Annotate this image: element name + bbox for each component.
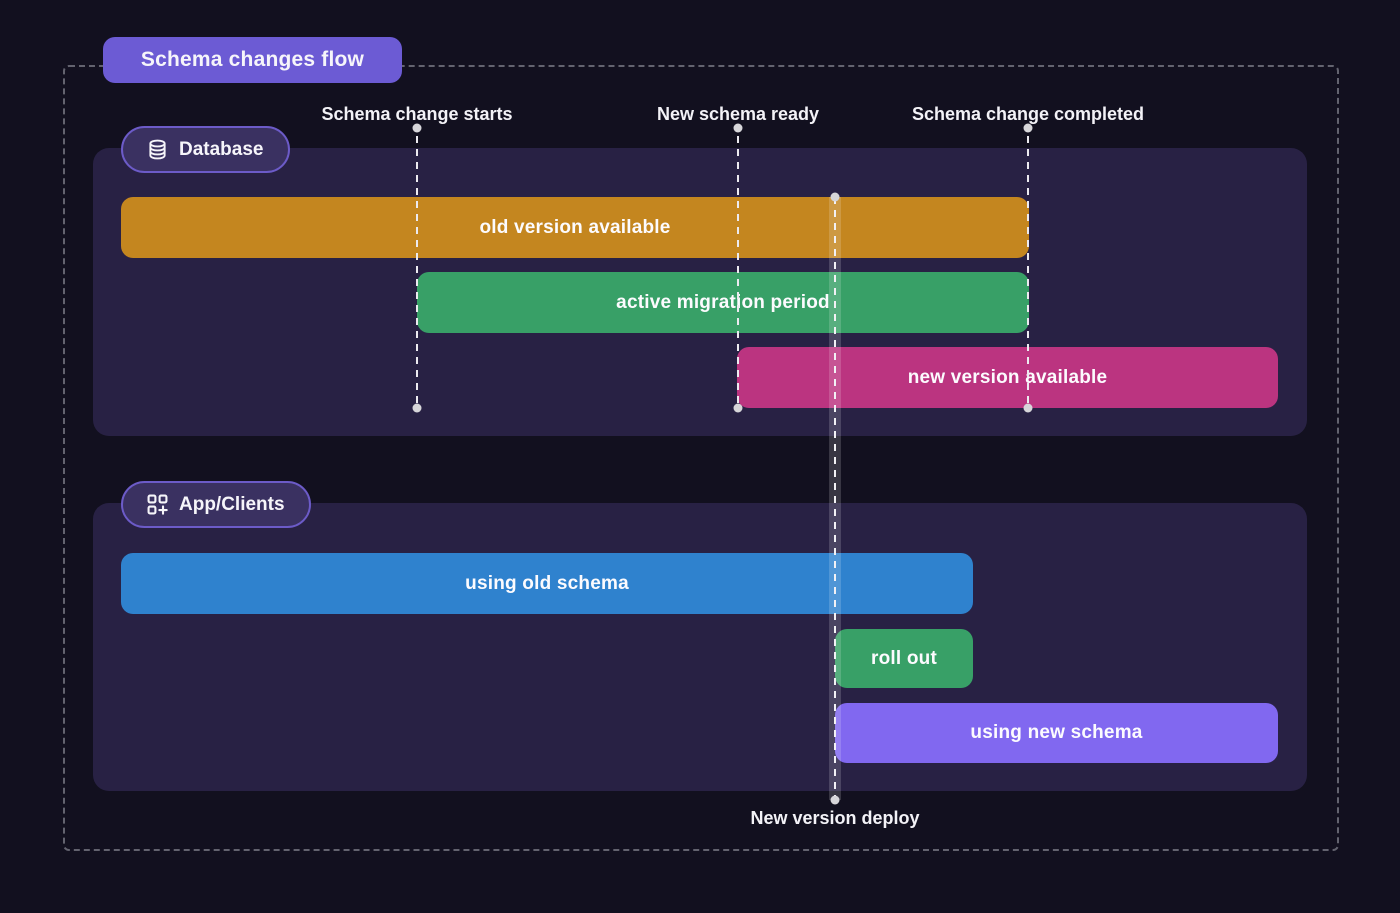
milestone-dot	[412, 403, 422, 413]
milestone-dot	[733, 403, 743, 413]
deploy-dot	[830, 192, 840, 202]
bar-label: old version available	[479, 216, 671, 238]
app-clients-lane-badge: App/Clients	[121, 481, 311, 528]
deploy-guide-line	[834, 197, 836, 800]
deploy-dot	[830, 795, 840, 805]
milestone-label-new-schema-ready: New schema ready	[656, 104, 820, 124]
deploy-label: New version deploy	[750, 808, 920, 828]
apps-plus-icon	[147, 494, 168, 515]
bar-label: new version available	[907, 366, 1108, 388]
bar-label: using new schema	[970, 722, 1143, 743]
database-lane-label: Database	[179, 138, 264, 160]
bar-old-version-available: old version available	[121, 197, 1029, 258]
milestone-guide-line	[416, 136, 418, 404]
diagram-title-badge: Schema changes flow	[103, 37, 402, 83]
bar-using-new-schema: using new schema	[835, 703, 1278, 763]
bar-roll-out: roll out	[835, 629, 973, 688]
milestone-label-schema-change-starts: Schema change starts	[321, 104, 513, 124]
bar-label: roll out	[871, 647, 937, 669]
bar-label: using old schema	[465, 572, 629, 594]
milestone-dot	[1023, 123, 1033, 133]
milestone-dot	[412, 123, 422, 133]
bar-new-version-available: new version available	[737, 347, 1278, 408]
flow-boundary	[63, 65, 1339, 851]
milestone-dot	[733, 123, 743, 133]
database-lane-badge: Database	[121, 126, 290, 173]
milestone-label-schema-change-completed: Schema change completed	[911, 104, 1145, 124]
database-icon	[147, 139, 168, 160]
app-clients-lane-label: App/Clients	[179, 493, 285, 515]
bar-active-migration-period: active migration period	[417, 272, 1029, 333]
milestone-guide-line	[737, 136, 739, 404]
bar-label: active migration period	[616, 291, 830, 313]
bar-using-old-schema: using old schema	[121, 553, 973, 614]
milestone-guide-line	[1027, 136, 1029, 404]
milestone-dot	[1023, 403, 1033, 413]
diagram-title: Schema changes flow	[140, 48, 365, 71]
